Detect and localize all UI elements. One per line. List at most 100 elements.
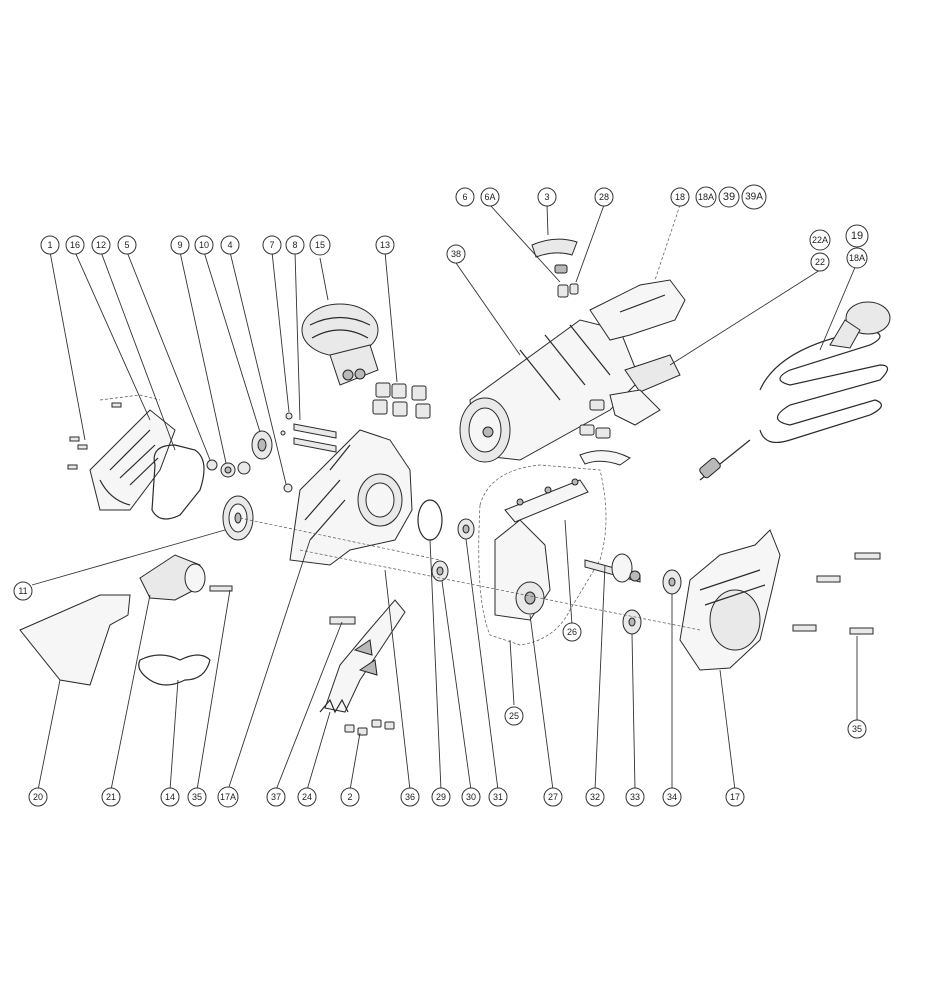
callout-28: 28 xyxy=(594,187,614,207)
callout-24: 24 xyxy=(297,787,317,807)
svg-text:22: 22 xyxy=(815,257,825,267)
svg-text:10: 10 xyxy=(199,240,209,250)
spindle-shaft xyxy=(584,553,641,583)
svg-text:3: 3 xyxy=(544,192,549,202)
svg-text:33: 33 xyxy=(630,792,640,802)
svg-text:7: 7 xyxy=(269,240,274,250)
large-pulley xyxy=(222,495,254,541)
small-washer xyxy=(283,483,293,493)
svg-text:30: 30 xyxy=(466,792,476,802)
callout-21: 21 xyxy=(101,787,121,807)
callout-6A: 6A xyxy=(480,187,500,207)
callout-13: 13 xyxy=(375,235,395,255)
callout-33: 33 xyxy=(625,787,645,807)
svg-text:18A: 18A xyxy=(849,253,865,263)
callout-27: 27 xyxy=(543,787,563,807)
callout-17A: 17A xyxy=(217,786,239,808)
callout-3: 3 xyxy=(537,187,557,207)
svg-text:39: 39 xyxy=(723,191,735,203)
svg-text:15: 15 xyxy=(315,240,325,250)
svg-text:8: 8 xyxy=(292,240,297,250)
callout-12: 12 xyxy=(91,235,111,255)
svg-text:6: 6 xyxy=(462,192,467,202)
callout-32: 32 xyxy=(585,787,605,807)
callout-35-left: 35 xyxy=(187,787,207,807)
callout-5: 5 xyxy=(117,235,137,255)
callout-39A: 39A xyxy=(741,184,767,210)
callout-29: 29 xyxy=(431,787,451,807)
dust-port xyxy=(139,554,206,601)
callout-1: 1 xyxy=(40,235,60,255)
svg-text:35: 35 xyxy=(852,724,862,734)
callout-10: 10 xyxy=(194,235,214,255)
svg-text:16: 16 xyxy=(70,240,80,250)
callout-31: 31 xyxy=(488,787,508,807)
svg-text:17: 17 xyxy=(730,792,740,802)
svg-text:26: 26 xyxy=(567,627,577,637)
motor-assembly xyxy=(459,279,686,463)
svg-text:39A: 39A xyxy=(745,192,763,203)
wire-clip xyxy=(138,654,211,686)
callout-15: 15 xyxy=(309,234,331,256)
blade-screw xyxy=(329,616,356,625)
blade-segment xyxy=(319,599,406,714)
power-cord xyxy=(699,301,891,481)
svg-text:5: 5 xyxy=(124,240,129,250)
callout-30: 30 xyxy=(461,787,481,807)
callout-7: 7 xyxy=(262,235,282,255)
callout-37: 37 xyxy=(266,787,286,807)
washer-set xyxy=(206,459,251,478)
callout-4: 4 xyxy=(220,235,240,255)
svg-text:13: 13 xyxy=(380,240,390,250)
svg-text:24: 24 xyxy=(302,792,312,802)
leader-lines xyxy=(31,204,858,791)
bearing-34 xyxy=(662,569,682,595)
callout-11: 11 xyxy=(13,581,33,601)
svg-text:2: 2 xyxy=(347,792,352,802)
dowel-pins xyxy=(280,412,337,453)
svg-text:37: 37 xyxy=(271,792,281,802)
callout-36: 36 xyxy=(400,787,420,807)
svg-text:18: 18 xyxy=(675,192,685,202)
gear-housing xyxy=(289,429,413,566)
svg-text:4: 4 xyxy=(227,240,232,250)
svg-text:17A: 17A xyxy=(220,792,236,802)
bearing-33 xyxy=(622,609,642,635)
drive-belt xyxy=(151,444,205,520)
svg-text:6A: 6A xyxy=(484,192,495,202)
callout-6: 6 xyxy=(455,187,475,207)
callout-18A: 18A xyxy=(695,186,717,208)
svg-text:38: 38 xyxy=(451,249,461,259)
svg-text:11: 11 xyxy=(18,586,27,596)
left-blade-guard-cover xyxy=(89,409,176,511)
svg-text:14: 14 xyxy=(165,792,175,802)
callout-17: 17 xyxy=(725,787,745,807)
callout-14: 14 xyxy=(160,787,180,807)
bearing-31 xyxy=(457,518,475,540)
svg-text:27: 27 xyxy=(548,792,558,802)
callout-9: 9 xyxy=(170,235,190,255)
callout-38: 38 xyxy=(446,244,466,264)
callout-8: 8 xyxy=(285,235,305,255)
callout-35-right: 35 xyxy=(847,719,867,739)
svg-text:25: 25 xyxy=(509,711,519,721)
callout-19: 19 xyxy=(845,224,869,248)
svg-text:29: 29 xyxy=(436,792,446,802)
subassembly-boundary-25 xyxy=(478,464,607,646)
auxiliary-handle xyxy=(301,303,379,386)
svg-text:32: 32 xyxy=(590,792,600,802)
svg-text:35: 35 xyxy=(192,792,202,802)
svg-text:18A: 18A xyxy=(698,192,714,202)
svg-text:19: 19 xyxy=(851,230,863,242)
svg-text:34: 34 xyxy=(667,792,677,802)
svg-text:28: 28 xyxy=(599,192,609,202)
callout-16: 16 xyxy=(65,235,85,255)
svg-text:21: 21 xyxy=(106,792,116,802)
callout-25: 25 xyxy=(504,706,524,726)
mounting-plate xyxy=(504,478,589,523)
right-blade-guard xyxy=(679,529,781,671)
screws-right xyxy=(792,552,881,635)
callout-2: 2 xyxy=(340,787,360,807)
callout-39: 39 xyxy=(718,186,740,208)
